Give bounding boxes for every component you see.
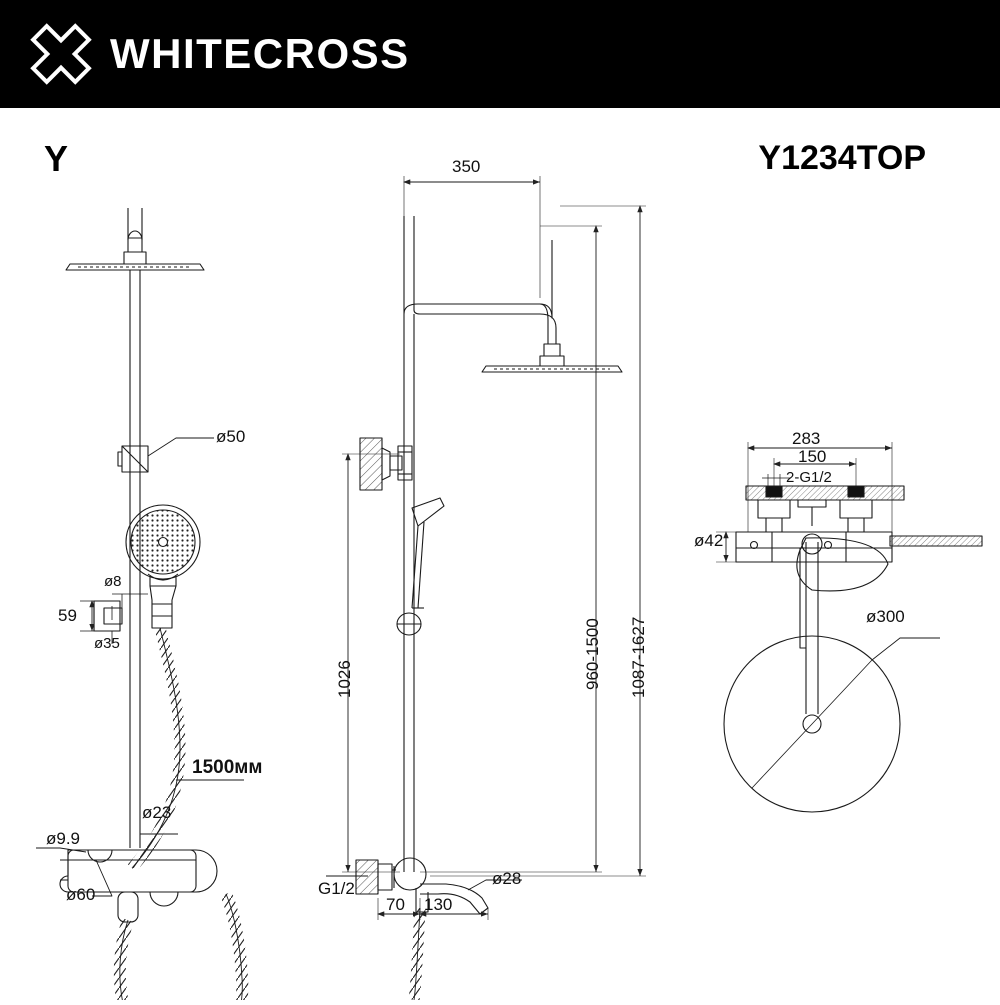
drawing-svg	[36, 176, 983, 1005]
brand-header: WHITECROSS	[0, 0, 1000, 108]
model-code-label: Y1234TOP	[758, 139, 926, 177]
dim-59: 59	[58, 606, 77, 625]
dim-diameter-28: ø28	[492, 869, 522, 888]
series-label: Y	[44, 138, 69, 179]
dim-283: 283	[792, 429, 821, 448]
dim-70: 70	[386, 895, 405, 914]
dim-g12: G1/2	[318, 879, 355, 898]
dim-diameter-42: ø42	[694, 531, 724, 550]
x-cross-logo-icon	[30, 23, 92, 85]
top-view-group	[716, 442, 983, 813]
dim-hose-length: 1500мм	[192, 757, 263, 778]
brand-name: WHITECROSS	[110, 30, 410, 77]
dim-1087-1627: 1087-1627	[629, 616, 648, 698]
dim-diameter-50: ø50	[216, 427, 246, 446]
dim-diameter-8: ø8	[104, 573, 122, 590]
dim-diameter-300: ø300	[866, 607, 905, 626]
side-view-group	[326, 176, 646, 1001]
dim-1026: 1026	[335, 660, 354, 698]
dim-2-g12: 2-G1/2	[786, 469, 832, 486]
dim-350: 350	[452, 157, 481, 176]
dim-diameter-23: ø23	[142, 803, 172, 822]
dim-diameter-9-9: ø9.9	[46, 829, 81, 848]
technical-drawing-canvas: ø50 ø8 59 ø35 1500мм ø23 ø9.9 ø60 350 10…	[0, 108, 1000, 1005]
dim-diameter-35: ø35	[94, 635, 120, 652]
dim-130: 130	[424, 895, 453, 914]
dim-960-1500: 960-1500	[583, 618, 602, 690]
dim-diameter-60: ø60	[66, 885, 96, 904]
front-view-group	[36, 208, 249, 1005]
dim-150: 150	[798, 447, 827, 466]
